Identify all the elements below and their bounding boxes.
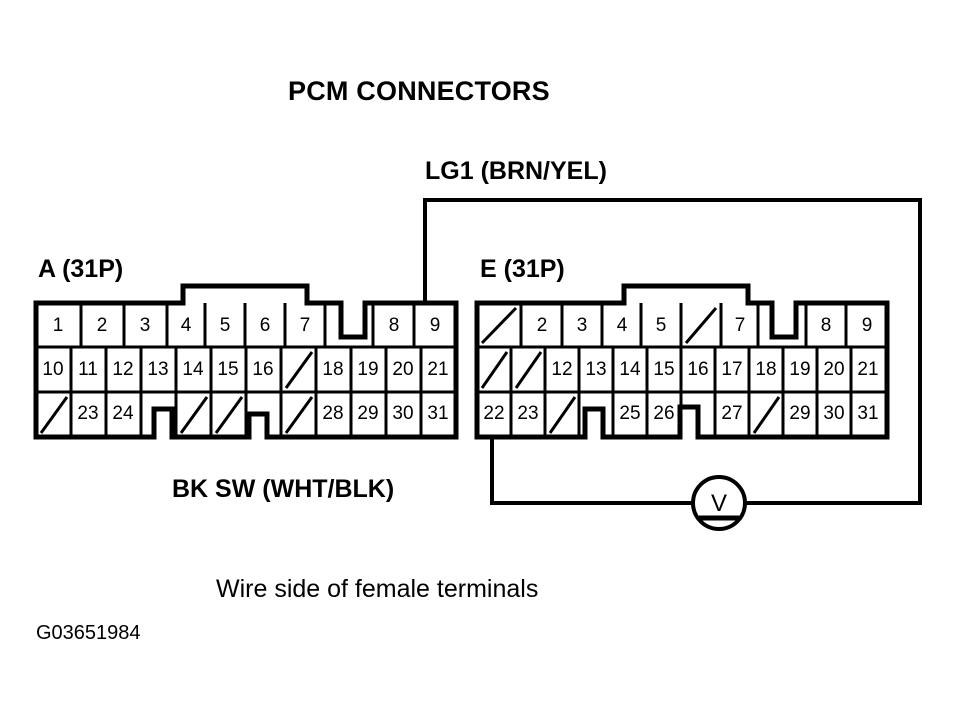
connector-e-body: 2 3 4 5 7 8 9 12 13 14 15 16 17 18 19 20… (474, 283, 890, 440)
pin-a-19: 19 (357, 359, 378, 380)
pin-a-10: 10 (42, 359, 63, 380)
wire-side-caption: Wire side of female terminals (216, 575, 538, 603)
pin-a-31: 31 (427, 403, 448, 424)
connector-a-label: A (31P) (38, 255, 123, 283)
pin-a-16: 16 (252, 359, 273, 380)
blank-slash-e-10 (480, 351, 509, 389)
blank-slash-a-26 (214, 396, 244, 434)
blank-slash-e-6 (684, 307, 718, 344)
pin-a-9: 9 (430, 315, 441, 336)
voltmeter-circle (691, 475, 747, 531)
pin-e-3: 3 (577, 315, 588, 336)
pin-a-21: 21 (427, 359, 448, 380)
blank-slash-e-24 (548, 396, 577, 434)
pin-e-12: 12 (551, 359, 572, 380)
pin-e-13: 13 (585, 359, 606, 380)
pin-e-7: 7 (735, 315, 746, 336)
pin-e-18: 18 (755, 359, 776, 380)
pin-a-6: 6 (260, 315, 271, 336)
pin-e-9: 9 (862, 315, 873, 336)
pin-a-12: 12 (112, 359, 133, 380)
pin-a-7: 7 (300, 315, 311, 336)
pin-e-2: 2 (537, 315, 548, 336)
pin-e-26: 26 (653, 403, 674, 424)
pin-a-1: 1 (53, 315, 64, 336)
pin-a-15: 15 (217, 359, 238, 380)
pin-a-30: 30 (392, 403, 413, 424)
pin-a-18: 18 (322, 359, 343, 380)
blank-slash-a-25 (179, 396, 209, 434)
pin-e-21: 21 (857, 359, 878, 380)
pin-e-20: 20 (823, 359, 844, 380)
pin-e-8: 8 (821, 315, 832, 336)
connector-a-body: 1 2 3 4 5 6 7 8 9 10 11 12 13 14 15 16 1… (33, 283, 459, 440)
pin-a-29: 29 (357, 403, 378, 424)
page-title: PCM CONNECTORS (288, 76, 550, 106)
pin-a-3: 3 (140, 315, 151, 336)
pin-e-17: 17 (721, 359, 742, 380)
pin-a-14: 14 (182, 359, 204, 380)
lg1-wire-label: LG1 (BRN/YEL) (425, 157, 607, 185)
bk-sw-wire-label: BK SW (WHT/BLK) (172, 475, 394, 503)
connector-e-outline (474, 283, 890, 440)
pin-e-27: 27 (721, 403, 742, 424)
pin-e-5: 5 (656, 315, 667, 336)
pin-e-16: 16 (687, 359, 708, 380)
pin-e-25: 25 (619, 403, 640, 424)
blank-slash-e-28 (752, 396, 781, 434)
pin-a-2: 2 (97, 315, 108, 336)
pin-a-28: 28 (322, 403, 343, 424)
connector-a-outline (33, 283, 459, 440)
voltmeter-symbol: V (691, 475, 747, 531)
pin-a-11: 11 (78, 359, 98, 380)
pin-e-4: 4 (617, 315, 628, 336)
pin-a-23: 23 (77, 403, 98, 424)
pin-a-8: 8 (389, 315, 400, 336)
voltmeter-label: V (711, 490, 727, 517)
blank-slash-a-27 (284, 396, 314, 434)
pin-a-5: 5 (220, 315, 231, 336)
blank-slash-a-17 (284, 351, 314, 389)
connector-e-label: E (31P) (480, 255, 565, 283)
pin-a-20: 20 (392, 359, 413, 380)
blank-slash-a-22 (39, 396, 69, 434)
pin-e-14: 14 (619, 359, 641, 380)
pin-e-29: 29 (789, 403, 810, 424)
pin-a-4: 4 (181, 315, 192, 336)
figure-code: G03651984 (36, 622, 141, 644)
blank-slash-e-11 (514, 351, 543, 389)
pin-a-24: 24 (112, 403, 134, 424)
blank-slash-e-1 (480, 306, 518, 345)
pin-e-30: 30 (823, 403, 844, 424)
pin-e-15: 15 (653, 359, 674, 380)
pin-e-23: 23 (517, 403, 538, 424)
lg1-wire-path (423, 198, 922, 505)
pin-e-19: 19 (789, 359, 810, 380)
pin-e-31: 31 (857, 403, 878, 424)
pin-e-22: 22 (483, 403, 504, 424)
pin-a-13: 13 (147, 359, 168, 380)
